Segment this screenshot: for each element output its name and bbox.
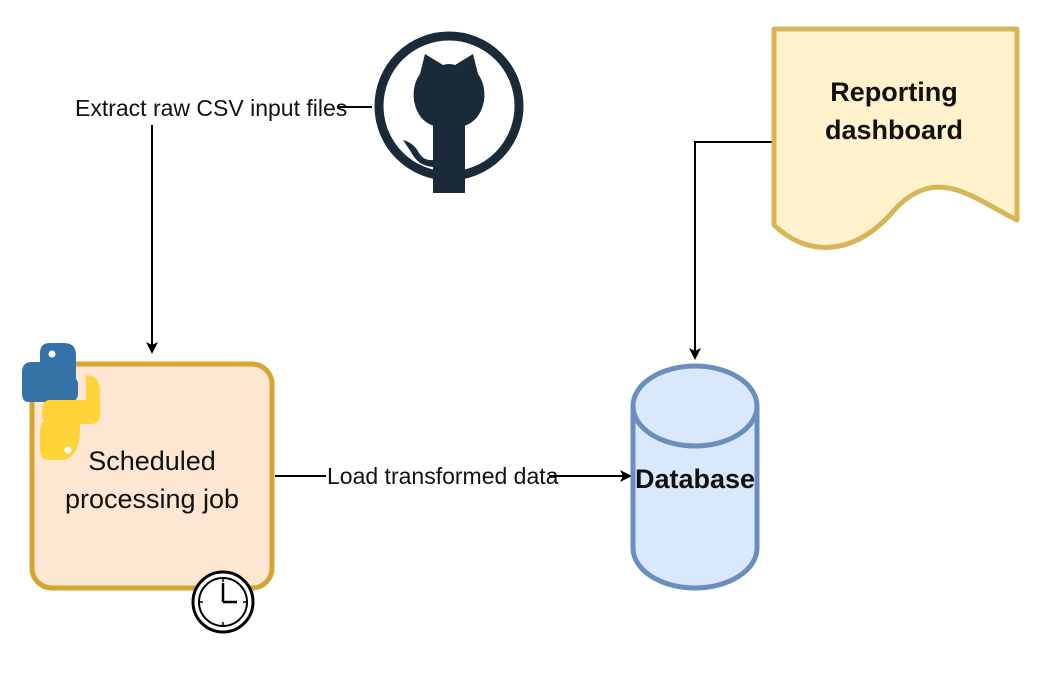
processing-job-label-line2: processing job bbox=[65, 484, 239, 514]
edge-extract: Extract raw CSV input files bbox=[75, 95, 372, 354]
edge-extract-label: Extract raw CSV input files bbox=[75, 95, 347, 121]
edge-dashboard-database bbox=[689, 141, 772, 360]
edge-load-label: Load transformed data bbox=[327, 463, 559, 489]
processing-job-label-line1: Scheduled bbox=[88, 446, 216, 476]
github-node bbox=[374, 31, 524, 193]
github-octocat-icon bbox=[403, 54, 485, 193]
processing-job-node: Scheduled processing job bbox=[22, 343, 275, 634]
database-cylinder-body bbox=[630, 406, 760, 591]
python-logo-icon bbox=[22, 343, 100, 460]
dashboard-document-shape bbox=[771, 26, 1020, 250]
clock-icon bbox=[191, 570, 255, 634]
reporting-dashboard-node: Reporting dashboard bbox=[771, 26, 1020, 250]
database-node: Database bbox=[630, 363, 760, 591]
edge-load: Load transformed data bbox=[275, 463, 632, 489]
database-label: Database bbox=[635, 464, 755, 494]
dashboard-label-line2: dashboard bbox=[825, 115, 963, 145]
edge-dashboard-database-line bbox=[689, 141, 772, 360]
database-cylinder-top bbox=[630, 363, 760, 449]
dashboard-label-line1: Reporting bbox=[830, 77, 958, 107]
